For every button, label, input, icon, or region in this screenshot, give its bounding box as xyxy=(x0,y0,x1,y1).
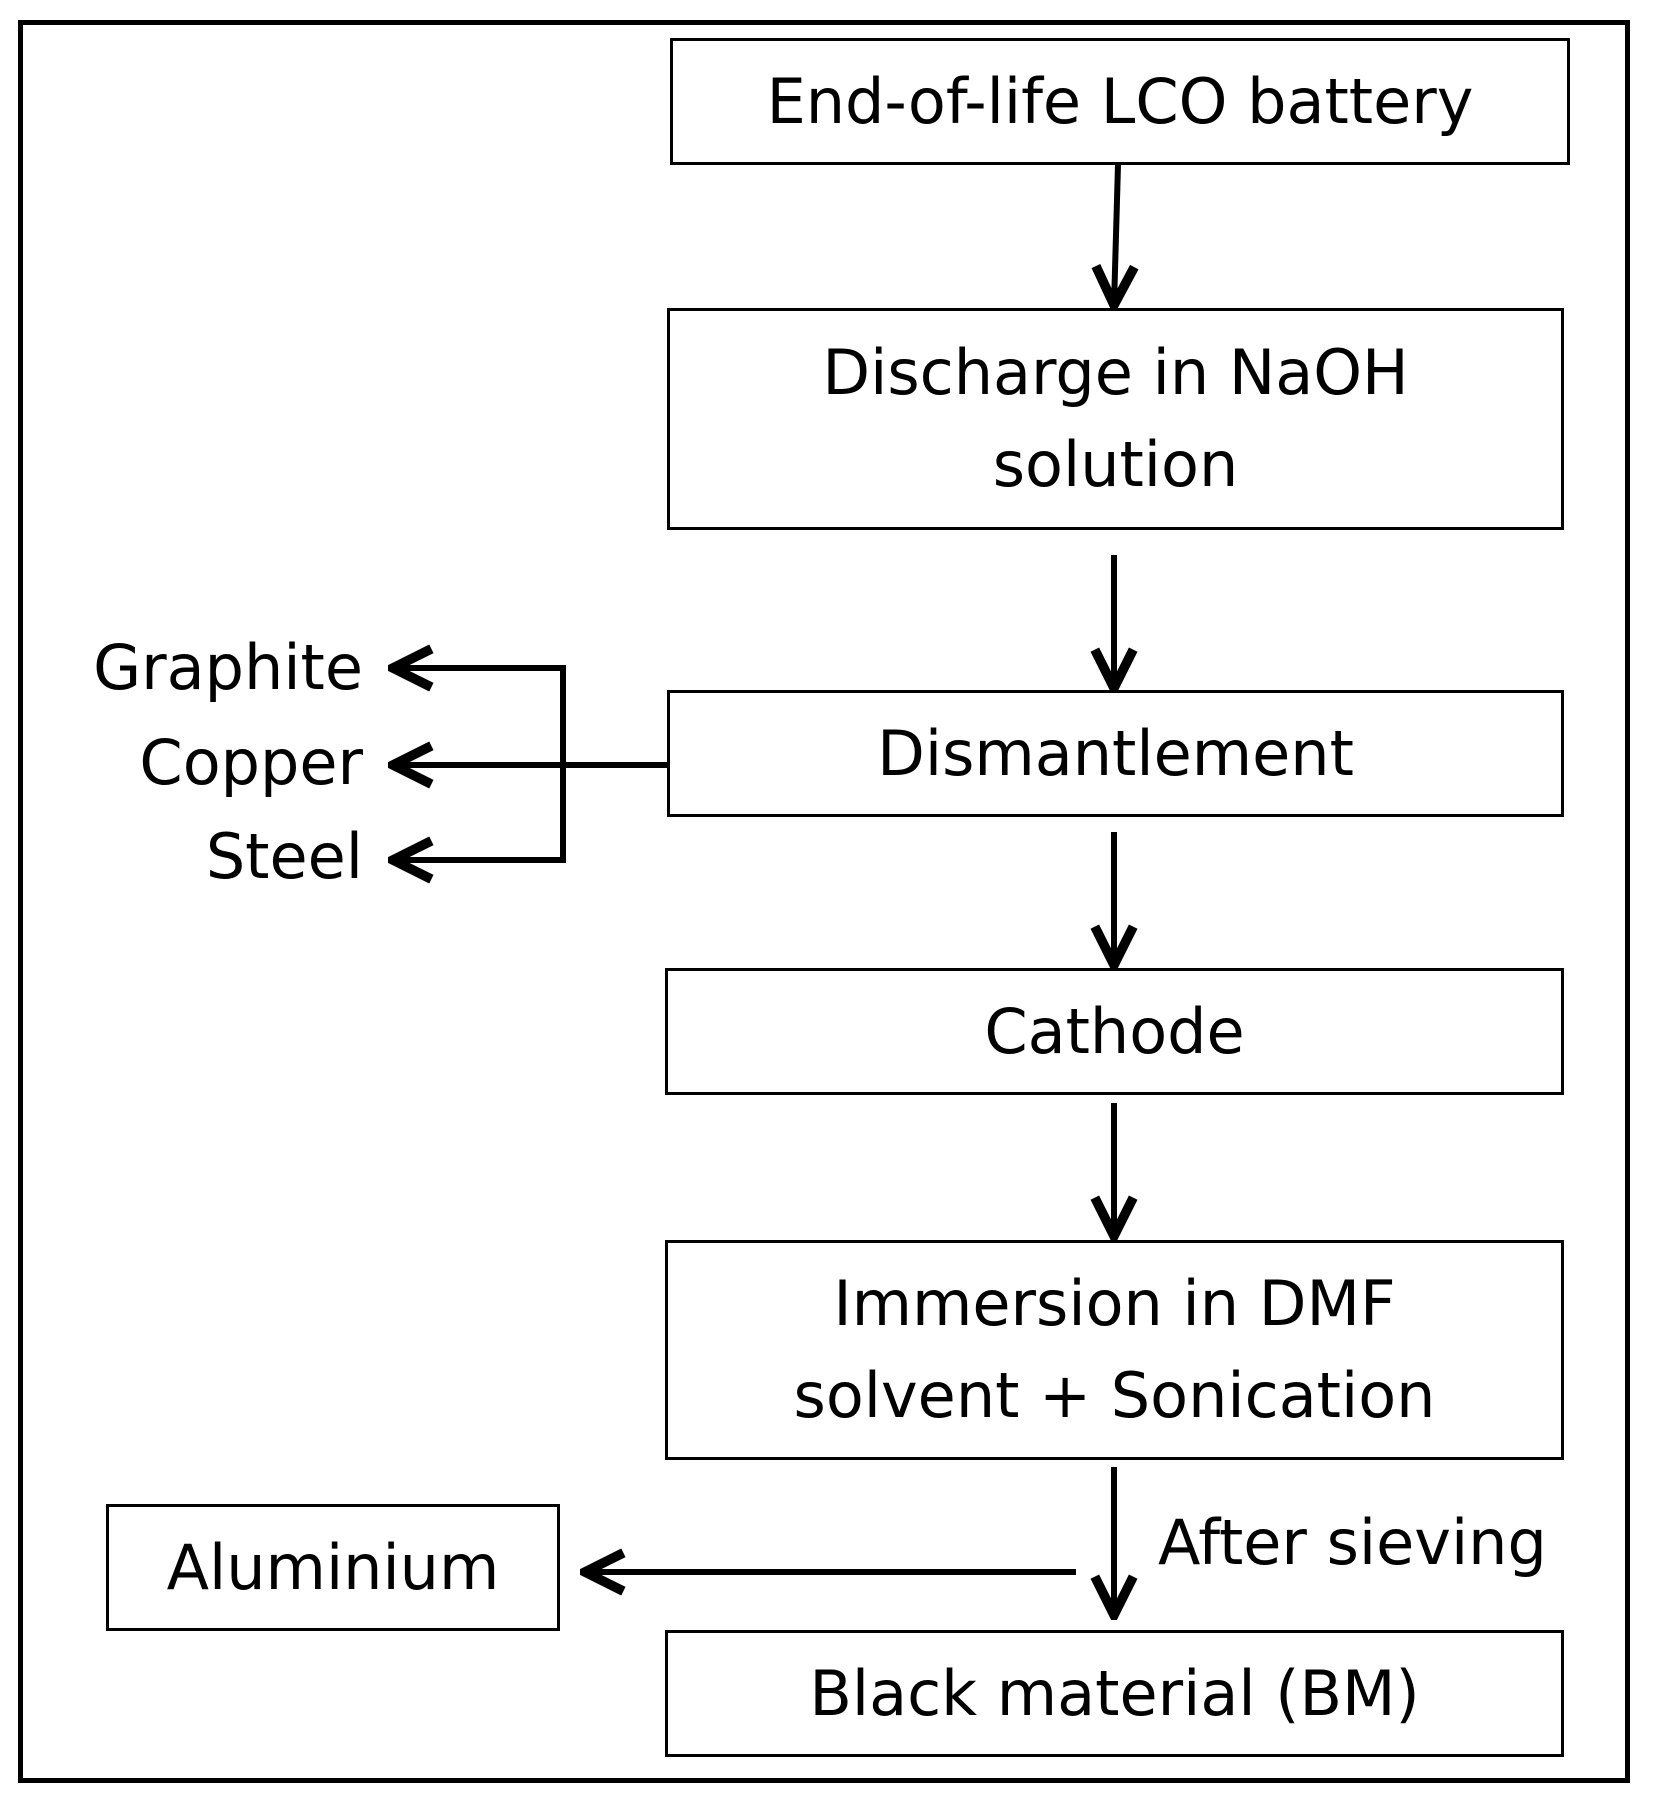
discharge-label: Discharge in NaOH solution xyxy=(822,327,1408,511)
graphite-label: Graphite xyxy=(93,631,363,704)
battery-label: End-of-life LCO battery xyxy=(766,64,1474,138)
black-material-box: Black material (BM) xyxy=(665,1630,1564,1757)
discharge-box: Discharge in NaOH solution xyxy=(667,308,1564,530)
cathode-label: Cathode xyxy=(984,994,1245,1068)
discharge-label-line2: solution xyxy=(992,428,1239,501)
after-sieving-annotation: After sieving xyxy=(1158,1506,1547,1579)
battery-box: End-of-life LCO battery xyxy=(670,38,1570,165)
aluminium-box: Aluminium xyxy=(106,1504,560,1631)
immersion-box: Immersion in DMF solvent + Sonication xyxy=(665,1240,1564,1460)
arrow-battery-to-discharge xyxy=(1114,164,1118,305)
immersion-label-line2: solvent + Sonication xyxy=(793,1359,1436,1432)
cathode-box: Cathode xyxy=(665,968,1564,1095)
immersion-label-line1: Immersion in DMF xyxy=(833,1267,1396,1340)
steel-label: Steel xyxy=(205,820,363,893)
dismantlement-box: Dismantlement xyxy=(667,690,1564,817)
aluminium-label: Aluminium xyxy=(166,1530,500,1604)
black-material-label: Black material (BM) xyxy=(809,1656,1420,1730)
diagram-frame xyxy=(18,20,1630,1783)
dismantlement-label: Dismantlement xyxy=(877,716,1354,790)
copper-label: Copper xyxy=(139,726,363,799)
immersion-label: Immersion in DMF solvent + Sonication xyxy=(794,1258,1436,1442)
discharge-label-line1: Discharge in NaOH xyxy=(822,336,1409,409)
